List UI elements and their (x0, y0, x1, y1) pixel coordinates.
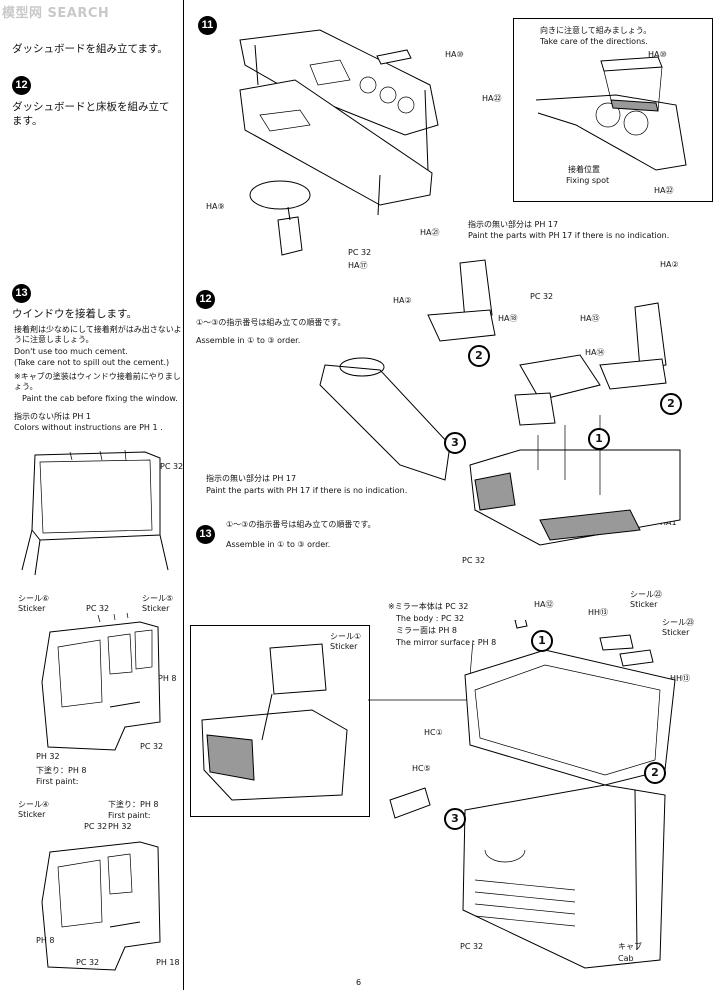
s12-order-en: Assemble in ① to ③ order. (196, 336, 301, 345)
s13-order-jp: ①～③の指示番号は組み立ての順番です。 (226, 520, 376, 529)
label-hh13-top: HH⑬ (588, 608, 609, 617)
label-pc32-cab1: PC 32 (86, 604, 110, 613)
label-ph8-cab1: PH 8 (158, 674, 177, 683)
first-paint-jp: 下塗り：PH 8 (36, 766, 87, 775)
label-ph18: PH 18 (156, 958, 180, 967)
label-pc32-cab2: PC 32 (84, 822, 108, 831)
step12-order-3: 3 (444, 432, 466, 454)
first-paint2-en: First paint: (108, 811, 151, 820)
cement-note-en1: Don't use too much cement. (14, 347, 128, 356)
direction-inset-box (513, 18, 713, 202)
label-cab-en: Cab (618, 954, 634, 963)
step-11-badge: 11 (198, 16, 217, 35)
step-13-main-badge: 13 (196, 525, 215, 544)
label-ha21: HA㉑ (420, 228, 440, 237)
mirror-surface-jp: ミラー面は PH 8 (396, 626, 458, 635)
label-ph32-cab1: PH 32 (36, 752, 60, 761)
label-hh13-right: HH⑬ (670, 674, 691, 683)
label-ha22: HA㉒ (482, 94, 502, 103)
color-note-en: Colors without instructions are PH 1 . (14, 423, 163, 432)
label-sticker1: シール① Sticker (330, 632, 362, 651)
windshield-sticker-drawing (201, 643, 348, 801)
s12-order-jp: ①～③の指示番号は組み立ての順番です。 (196, 318, 346, 327)
dashboard-drawing (239, 29, 439, 256)
inset-dashboard-drawing (535, 56, 687, 171)
label-pc32-s11: PC 32 (348, 248, 372, 257)
step-13-badge: 13 (12, 284, 31, 303)
window-frame-drawing (21, 449, 169, 576)
step-13-title: ウインドウを接着します。 (12, 308, 137, 320)
mirror-body-en: The body : PC 32 (396, 614, 465, 623)
label-ha12: HA⑫ (534, 600, 554, 609)
inset-fix-en: Fixing spot (566, 176, 610, 185)
cab-paint-note-jp: ※キャブの塗装はウィンドウ接着前にやりましょう。 (14, 372, 181, 391)
color-note-jp: 指示のない所は PH 1 (14, 412, 92, 421)
column-divider (183, 0, 184, 990)
s13-order-en: Assemble in ① to ③ order. (226, 540, 331, 549)
s11-paint-note-en: Paint the parts with PH 17 if there is n… (468, 231, 670, 240)
label-pc32-cab1-b: PC 32 (140, 742, 164, 751)
label-ph8-cab2: PH 8 (36, 936, 55, 945)
cab-assembly-drawing (389, 620, 676, 969)
label-ha2-left: HA② (393, 296, 412, 305)
step12-order-2b: 2 (660, 393, 682, 415)
inset-fix-jp: 接着位置 (568, 165, 600, 174)
step-12-badge: 12 (12, 76, 31, 95)
label-sticker5: シール⑤ Sticker (142, 594, 174, 613)
mirror-note-jp: ※ミラー本体は PC 32 (388, 602, 469, 611)
cab-side-drawing-2 (41, 841, 161, 971)
inset-note-jp: 向きに注意して組みましょう。 (540, 26, 652, 35)
step12-order-1: 1 (588, 428, 610, 450)
label-ha2-right: HA② (660, 260, 679, 269)
s12-paint-note-jp: 指示の無い部分は PH 17 (206, 474, 297, 483)
watermark-logo: 模型网 SEARCH (2, 6, 110, 21)
label-pc32-floor: PC 32 (462, 556, 486, 565)
floor-assembly-drawing (319, 259, 681, 546)
cement-note-jp: 接着剤は少なめにして接着剤がはみ出さないように注意しましょう。 (14, 325, 182, 344)
step-12-text: ダッシュボードと床板を組み立てます。 (12, 101, 170, 127)
label-cab-jp: キャブ (618, 942, 642, 951)
label-pc32-window: PC 32 (160, 462, 184, 471)
inset-label-ha22: HA㉒ (654, 186, 674, 195)
s11-paint-note-jp: 指示の無い部分は PH 17 (468, 220, 559, 229)
step-12-main-badge: 12 (196, 290, 215, 309)
label-sticker6: シール⑥ Sticker (18, 594, 50, 613)
dashboard-instruction: ダッシュボードを組み立てます。 (12, 43, 168, 55)
label-pc32-s12: PC 32 (530, 292, 554, 301)
label-ha14: HA⑭ (585, 348, 605, 357)
label-hc5: HC⑤ (412, 764, 431, 773)
label-ph32-cab2: PH 32 (108, 822, 132, 831)
label-pc32-s13: PC 32 (460, 942, 484, 951)
label-sticker23: シール㉓ Sticker (662, 618, 694, 637)
label-ha9: HA⑨ (206, 202, 225, 211)
label-ha17: HA⑰ (348, 261, 368, 270)
label-sticker22: シール㉒ Sticker (630, 590, 662, 609)
label-pc32-cab2-b: PC 32 (76, 958, 100, 967)
step12-order-2a: 2 (468, 345, 490, 367)
label-ha10: HA⑩ (445, 50, 464, 59)
first-paint-en: First paint: (36, 777, 79, 786)
first-paint2-jp: 下塗り：PH 8 (108, 800, 159, 809)
inset-label-ha10: HA⑩ (648, 50, 667, 59)
label-ha13: HA⑬ (580, 314, 600, 323)
label-sticker4: シール④ Sticker (18, 800, 50, 819)
label-hc1: HC① (424, 728, 443, 737)
inset-note-en: Take care of the directions. (540, 37, 648, 46)
label-ha18: HA⑱ (498, 314, 518, 323)
s12-paint-note-en: Paint the parts with PH 17 if there is n… (206, 486, 408, 495)
cab-side-drawing-1 (41, 612, 161, 751)
dashboard-top-part (376, 49, 412, 65)
cement-note-en2: (Take care not to spill out the cement.) (14, 358, 170, 367)
step13-order-2: 2 (644, 762, 666, 784)
step13-order-1: 1 (531, 630, 553, 652)
sticker-inset-box (190, 625, 370, 817)
step13-order-3: 3 (444, 808, 466, 830)
mirror-surface-en: The mirror surface : PH 8 (396, 638, 497, 647)
page-number: 6 (356, 978, 362, 987)
cab-paint-note-en: Paint the cab before fixing the window. (22, 394, 178, 403)
